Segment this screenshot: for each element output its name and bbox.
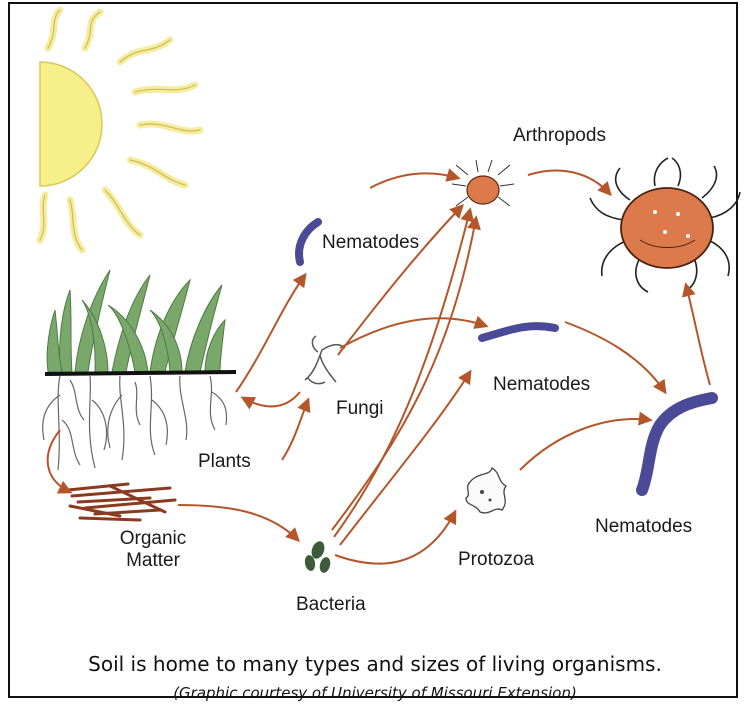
label-nematodes-middle: Nematodes [493,374,590,396]
protozoa-icon [466,468,506,513]
nematode-right-icon [642,398,712,490]
plants-icon [43,270,236,470]
label-protozoa: Protozoa [458,549,534,571]
label-organic-matter-line2: Matter [108,550,198,572]
sun-icon [40,10,200,250]
organic-matter-icon [68,484,175,520]
nematode-top-icon [299,222,318,262]
arrow-protozoa-to-nematodes-right [520,419,650,470]
arrow-bacteria-to-arthropod [334,210,470,537]
arrow-fungi-to-arthropod [338,206,462,355]
label-nematodes-top: Nematodes [322,232,419,254]
label-organic-matter: Organic Matter [108,528,198,572]
arrow-fungi-to-plants [243,392,300,406]
caption-main: Soil is home to many types and sizes of … [0,652,750,676]
bacteria-icon [304,539,332,574]
arrow-bacteria-to-arthropod-right [332,218,476,530]
label-bacteria: Bacteria [296,594,366,616]
caption-credit: (Graphic courtesy of University of Misso… [0,684,750,702]
arrow-nematodes-top-to-arthropod [370,173,458,188]
arthropod-small-icon [452,160,514,206]
label-arthropods: Arthropods [513,125,606,147]
label-organic-matter-line1: Organic [108,528,198,550]
arrow-plants-to-nematodes-top [236,275,305,392]
label-nematodes-right: Nematodes [595,516,692,538]
label-fungi: Fungi [336,398,384,420]
nematode-middle-icon [482,326,555,338]
label-plants: Plants [198,451,251,473]
arrow-arthropod-small-to-large [528,171,610,194]
arthropod-large-icon [590,158,740,292]
arrow-bacteria-to-protozoa [335,512,455,564]
arrow-nematodes-right-to-arthropod-large [686,285,710,385]
arrow-plants-to-fungi [282,400,308,460]
fungi-icon [305,336,345,384]
